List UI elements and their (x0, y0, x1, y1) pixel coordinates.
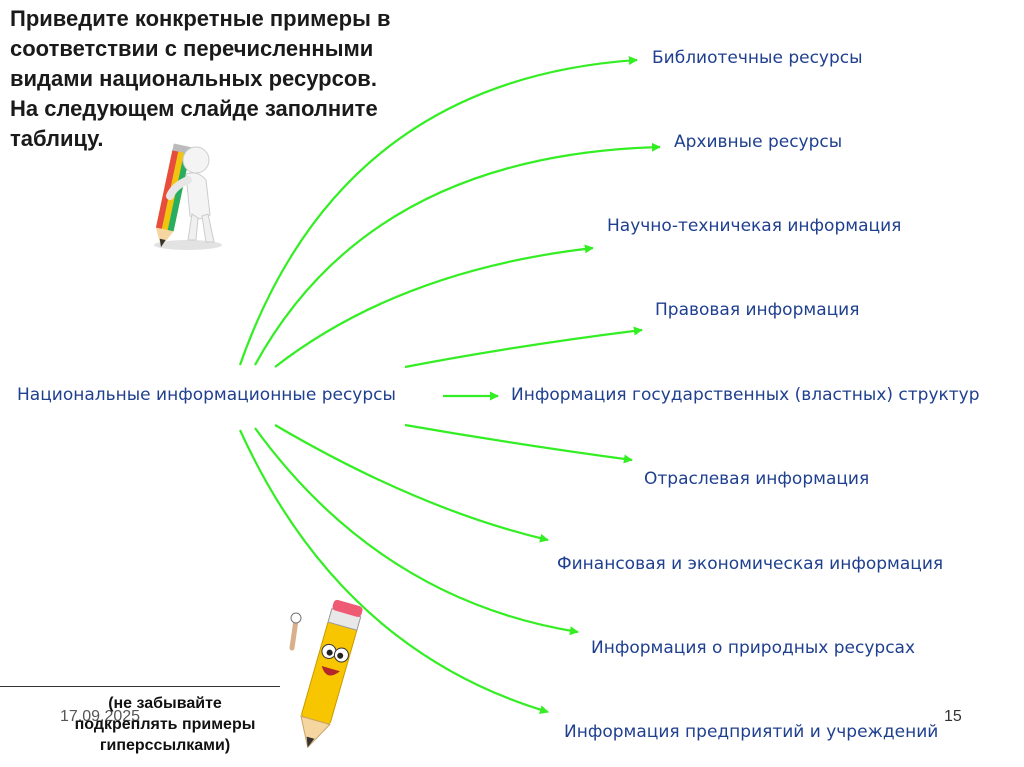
arrow-to-target (274, 244, 594, 368)
target-node: Финансовая и экономическая информация (557, 554, 944, 574)
slide-number: 15 (944, 708, 962, 725)
reminder-note: (не забывайте подкреплять примеры гиперс… (40, 693, 290, 756)
title-line: На следующем слайде заполните (10, 96, 378, 121)
slide-title: Приведите конкретные примеры в соответст… (10, 4, 460, 154)
pencil-person-icon (154, 143, 222, 250)
arrow-to-target (238, 429, 549, 714)
source-node: Национальные информационные ресурсы (17, 385, 396, 405)
title-line: видами национальных ресурсов. (10, 66, 377, 91)
title-line: таблицу. (10, 126, 104, 151)
target-node: Научно-техничекая информация (607, 216, 902, 236)
title-line: соответствии с перечисленными (10, 36, 374, 61)
note-line: (не забывайте (108, 695, 222, 712)
target-node: Отраслевая информация (644, 469, 870, 489)
arrow-to-target (404, 423, 633, 464)
arrow-to-target (254, 427, 579, 636)
title-line: Приведите конкретные примеры в (10, 6, 391, 31)
arrow-to-target (404, 326, 643, 369)
target-node: Информация государственных (властных) ст… (511, 385, 980, 405)
target-node: Информация предприятий и учреждений (564, 722, 939, 742)
target-node: Правовая информация (655, 300, 860, 320)
arrow-to-target (238, 56, 638, 366)
arrow-to-target (254, 142, 661, 366)
note-line: подкреплять примеры (74, 716, 256, 733)
target-node: Библиотечные ресурсы (652, 48, 863, 68)
arrow-to-target (274, 424, 549, 543)
note-line: гиперссылками) (99, 737, 231, 754)
slide-date: 17.09.2025 (60, 708, 141, 725)
target-node: Информация о природных ресурсах (591, 638, 916, 658)
pencil-character-icon (289, 600, 363, 749)
target-node: Архивные ресурсы (674, 132, 843, 152)
footer-divider (0, 686, 280, 687)
